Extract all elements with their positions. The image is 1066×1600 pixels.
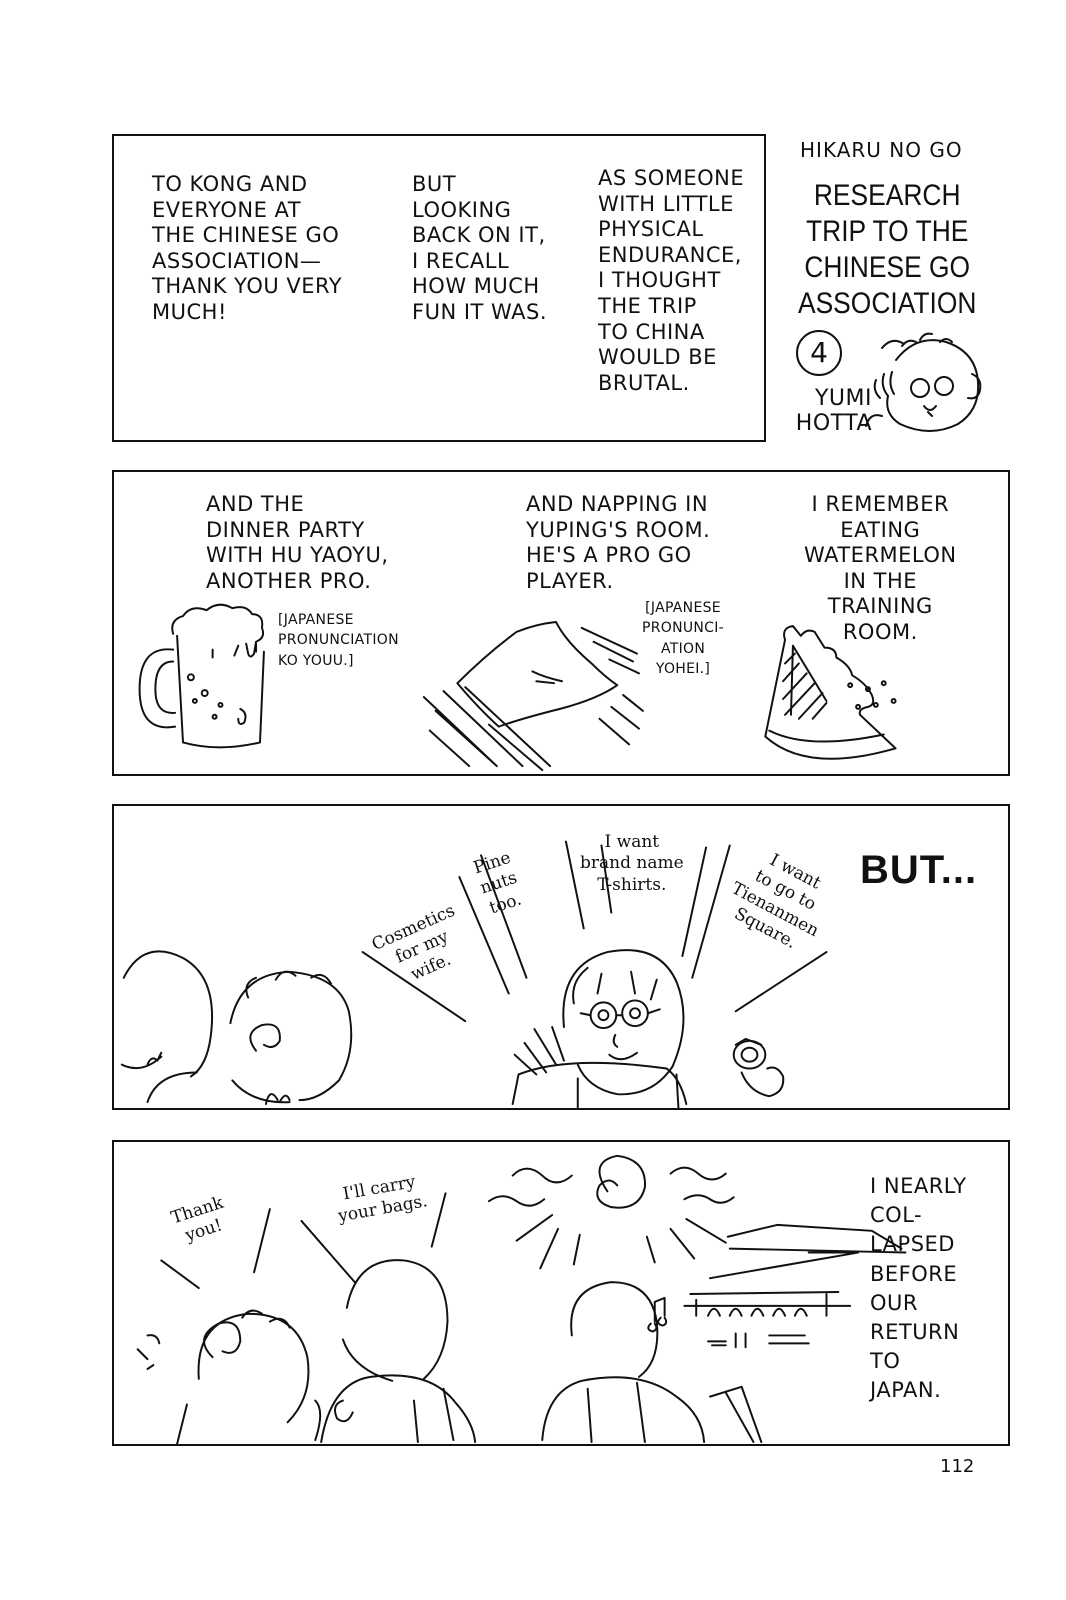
panel-2-illustration — [138, 603, 897, 772]
speech-tshirts: I want brand name T-shirts. — [580, 832, 684, 895]
person-back-left — [120, 950, 214, 1104]
pillow-icon — [422, 621, 644, 772]
caption-looking-back: BUT LOOKING BACK ON IT, I RECALL HOW MUC… — [412, 172, 548, 325]
note-ko-youu: [JAPANESE PRONUNCIATION KO YOUU.] — [278, 612, 399, 669]
caption-dinner-party: AND THE DINNER PARTY WITH HU YAOYU, ANOT… — [206, 492, 389, 593]
chapter-number: 4 — [796, 330, 842, 376]
person-curly-hair — [229, 970, 353, 1106]
panel-4-illustration — [136, 1154, 907, 1444]
person-back-right — [541, 1281, 763, 1444]
panel-3-illustration — [120, 840, 828, 1108]
panel-4: Thank you! I'll carry your bags. I NEARL… — [112, 1140, 1010, 1446]
panel-2: AND THE DINNER PARTY WITH HU YAOYU, ANOT… — [112, 470, 1010, 776]
sun-icon — [487, 1154, 735, 1270]
author-name: YUMI HOTTA — [795, 386, 872, 437]
page-number: 112 — [940, 1456, 975, 1477]
person-back-middle — [320, 1259, 477, 1444]
caption-thanks: TO KONG AND EVERYONE AT THE CHINESE GO A… — [152, 172, 343, 325]
caption-endurance: AS SOMEONE WITH LITTLE PHYSICAL ENDURANC… — [598, 166, 745, 395]
watermelon-icon — [764, 624, 897, 760]
panel-1: TO KONG AND EVERYONE AT THE CHINESE GO A… — [112, 134, 766, 442]
caption-but: BUT... — [860, 848, 978, 892]
person-curly-back — [136, 1309, 322, 1444]
caption-watermelon: I REMEMBER EATING WATERMELON IN THE TRAI… — [804, 492, 957, 645]
person-with-glasses — [511, 949, 785, 1108]
panel-3: Cosmetics for my wife. Pine nuts too. I … — [112, 804, 1010, 1110]
caption-napping: AND NAPPING IN YUPING'S ROOM. HE'S A PRO… — [526, 492, 711, 593]
caption-collapsed: I NEARLY COL- LAPSED BEFORE OUR RETURN T… — [870, 1174, 967, 1403]
author-self-portrait-icon — [865, 332, 982, 432]
note-yohei: [JAPANESE PRONUNCI- ATION YOHEI.] — [642, 600, 725, 677]
beer-mug-icon — [138, 603, 265, 749]
tiananmen-gate-icon — [683, 1223, 907, 1349]
page-title: RESEARCH TRIP TO THE CHINESE GO ASSOCIAT… — [797, 179, 977, 320]
title-block: HIKARU NO GO RESEARCH TRIP TO THE CHINES… — [772, 134, 1012, 444]
series-name: HIKARU NO GO — [800, 138, 963, 162]
